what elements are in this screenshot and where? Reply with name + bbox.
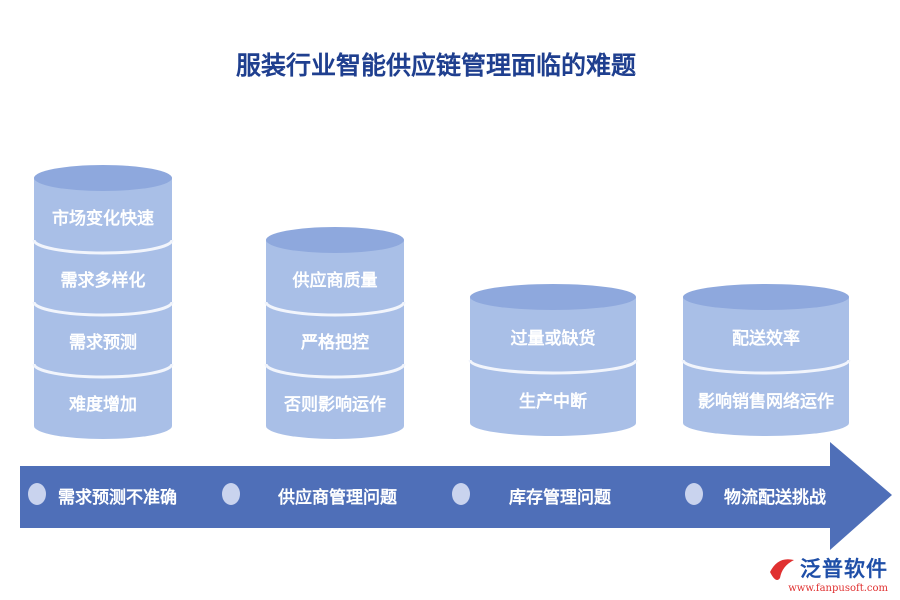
cylinder-segment-label: 过量或缺货 xyxy=(510,328,596,349)
cylinder-segment-band xyxy=(264,301,406,317)
category-label: 物流配送挑战 xyxy=(724,488,826,508)
cylinder-segment-band xyxy=(468,359,638,375)
cylinder-segment-label: 市场变化快速 xyxy=(52,209,154,229)
cylinder-segment-band xyxy=(32,239,174,255)
cylinder-segment-label: 需求多样化 xyxy=(60,271,146,291)
cylinder-segment-band xyxy=(32,363,174,379)
cylinder-segment-band xyxy=(681,359,851,375)
cylinder-body xyxy=(470,297,636,436)
page-title: 服装行业智能供应链管理面临的难题 xyxy=(235,51,636,80)
cylinder-body xyxy=(683,297,849,436)
cylinder-segment-label: 生产中断 xyxy=(519,391,587,412)
brand-name: 泛普软件 xyxy=(800,557,888,581)
arrow-bullet-dot xyxy=(28,483,46,505)
brand-url: www.fanpusoft.com xyxy=(788,583,888,594)
cylinder-segment-label: 严格把控 xyxy=(301,333,369,353)
cylinder-top xyxy=(470,284,636,310)
arrow-bullet-dot xyxy=(452,483,470,505)
cylinder-segment-label: 供应商质量 xyxy=(292,271,378,291)
cylinder-segment-band xyxy=(32,301,174,317)
arrow-bullet-dot xyxy=(685,483,703,505)
cylinder-segment-label: 难度增加 xyxy=(69,395,137,415)
cylinder-segment-label: 需求预测 xyxy=(69,333,137,353)
category-label: 供应商管理问题 xyxy=(278,488,397,508)
cylinder-segment-label: 影响销售网络运作 xyxy=(698,391,834,412)
cylinder-top xyxy=(266,227,404,253)
category-label: 库存管理问题 xyxy=(509,488,611,508)
arrow-bullet-dot xyxy=(222,483,240,505)
cylinder-body xyxy=(266,240,404,439)
cylinder-top xyxy=(683,284,849,310)
cylinder-body xyxy=(34,178,172,439)
category-label: 需求预测不准确 xyxy=(58,488,177,508)
cylinder-segment-label: 配送效率 xyxy=(732,328,800,349)
brand-logo: 泛普软件 www.fanpusoft.com xyxy=(788,553,888,594)
cylinder-top xyxy=(34,165,172,191)
cylinder-segment-band xyxy=(264,363,406,379)
cylinder-segment-label: 否则影响运作 xyxy=(284,395,386,415)
brand-swoosh-icon xyxy=(770,559,794,580)
